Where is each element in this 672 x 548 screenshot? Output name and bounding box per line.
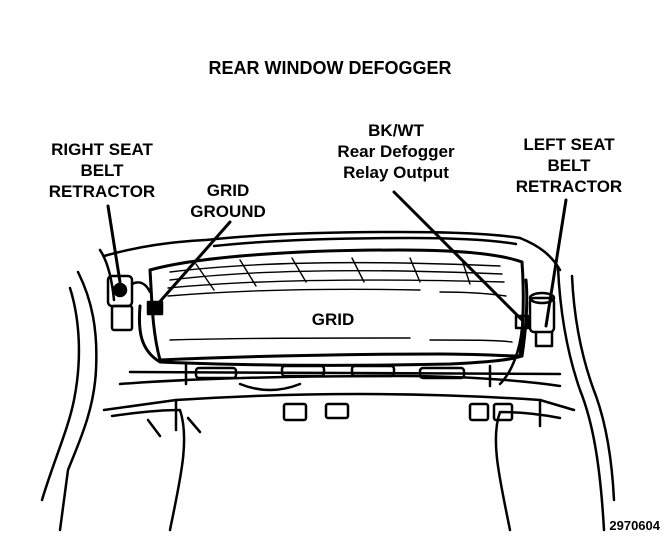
leader-lines <box>106 190 568 328</box>
label-line: GRID <box>206 181 250 200</box>
label-line: RIGHT SEAT <box>51 140 153 159</box>
label-left-seat-belt-retractor: LEFT SEAT BELT RETRACTOR <box>494 134 644 197</box>
trunk-opening <box>102 392 576 532</box>
label-line: BELT <box>80 161 124 180</box>
window-upper-trim <box>204 230 522 248</box>
label-line: BELT <box>547 156 591 175</box>
label-right-seat-belt-retractor: RIGHT SEAT BELT RETRACTOR <box>22 139 182 202</box>
label-bk-wt-relay-output: BK/WT Rear Defogger Relay Output <box>306 120 486 183</box>
rear-window-glass <box>148 248 525 362</box>
label-line: GROUND <box>190 202 266 221</box>
label-line: RETRACTOR <box>515 177 623 196</box>
label-line: LEFT SEAT <box>523 135 615 154</box>
figure-number: 2970604 <box>609 518 660 533</box>
label-grid-ground: GRID GROUND <box>168 180 288 222</box>
diagram-title: REAR WINDOW DEFOGGER <box>208 58 452 78</box>
left-body-side <box>40 238 207 532</box>
left-seat-belt-retractor-shape <box>528 291 556 348</box>
label-line: RETRACTOR <box>48 182 156 201</box>
label-line: BK/WT <box>368 121 424 140</box>
right-body-side <box>518 236 616 532</box>
right-seat-belt-retractor-shape <box>106 274 152 332</box>
defogger-grid-lines <box>167 257 513 343</box>
label-line: Rear Defogger <box>337 142 455 161</box>
package-tray <box>118 362 562 392</box>
label-line: Relay Output <box>343 163 449 182</box>
label-grid: GRID <box>311 310 355 329</box>
